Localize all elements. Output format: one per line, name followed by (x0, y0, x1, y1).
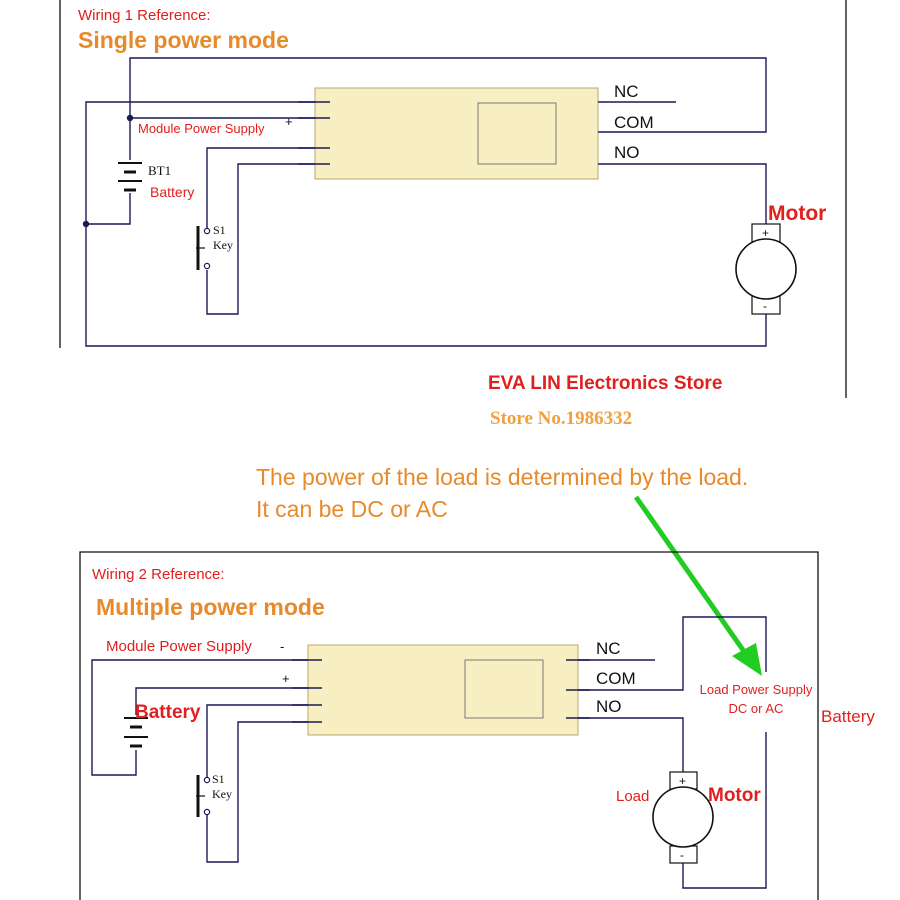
plus-sign: + (285, 114, 293, 129)
battery-2-icon (124, 717, 148, 748)
no-2-label: NO (596, 697, 622, 716)
wires-2 (91, 616, 767, 889)
motor-2-plus: + (679, 774, 686, 788)
key-label: Key (213, 238, 233, 252)
battery-right-label: Battery (821, 707, 875, 726)
single-power-mode-title: Single power mode (78, 27, 289, 53)
com-2-label: COM (596, 669, 636, 688)
minus-sign: - (280, 639, 284, 654)
diagram-2: Wiring 2 Reference: Multiple power mode (79, 551, 875, 900)
switch-s1-label: S1 (213, 223, 226, 237)
battery-bt1-icon (118, 162, 142, 192)
store-number: Store No.1986332 (490, 408, 632, 429)
motor-1-minus: - (763, 299, 767, 313)
store-name: EVA LIN Electronics Store (488, 373, 722, 394)
nc-2-label: NC (596, 639, 621, 658)
module-power-supply-2-label: Module Power Supply (106, 638, 252, 655)
nc-label: NC (614, 82, 639, 101)
switch-s1-icon (196, 226, 211, 270)
dc-or-ac-label: DC or AC (729, 701, 784, 716)
motor-1-plus: + (762, 226, 769, 240)
green-arrow-icon (633, 495, 762, 676)
switch-s1-2-label: S1 (212, 772, 225, 786)
load-label: Load (616, 788, 649, 805)
no-label: NO (614, 143, 640, 162)
battery-label: Battery (150, 184, 194, 200)
diagram-1: Wiring 1 Reference: Single power mode (59, 0, 847, 398)
motor-2-icon (652, 771, 714, 864)
plus-sign-2: + (282, 671, 290, 686)
wiring-1-reference: Wiring 1 Reference: (78, 7, 211, 24)
load-power-supply-label: Load Power Supply (700, 682, 813, 697)
relay-module-window (477, 102, 557, 165)
motor-1-icon (735, 223, 797, 315)
load-power-note-line-1: The power of the load is determined by t… (256, 464, 748, 490)
multiple-power-mode-title: Multiple power mode (96, 594, 325, 620)
wires-1 (82, 57, 767, 347)
load-power-note-line-2: It can be DC or AC (256, 496, 448, 522)
module-power-supply-label: Module Power Supply (138, 121, 265, 136)
bt1-label: BT1 (148, 163, 171, 178)
com-label: COM (614, 113, 654, 132)
relay-module-2-window (464, 659, 544, 719)
battery-left-label: Battery (135, 702, 201, 723)
relay-module-2 (307, 644, 579, 736)
switch-s1-2-icon (196, 775, 211, 817)
motor-2-minus: - (680, 848, 684, 862)
motor-1-label: Motor (768, 202, 826, 225)
wiring-2-reference: Wiring 2 Reference: (92, 566, 225, 583)
motor-2-label: Motor (708, 785, 761, 806)
key-2-label: Key (212, 787, 232, 801)
frame-2 (79, 551, 819, 900)
